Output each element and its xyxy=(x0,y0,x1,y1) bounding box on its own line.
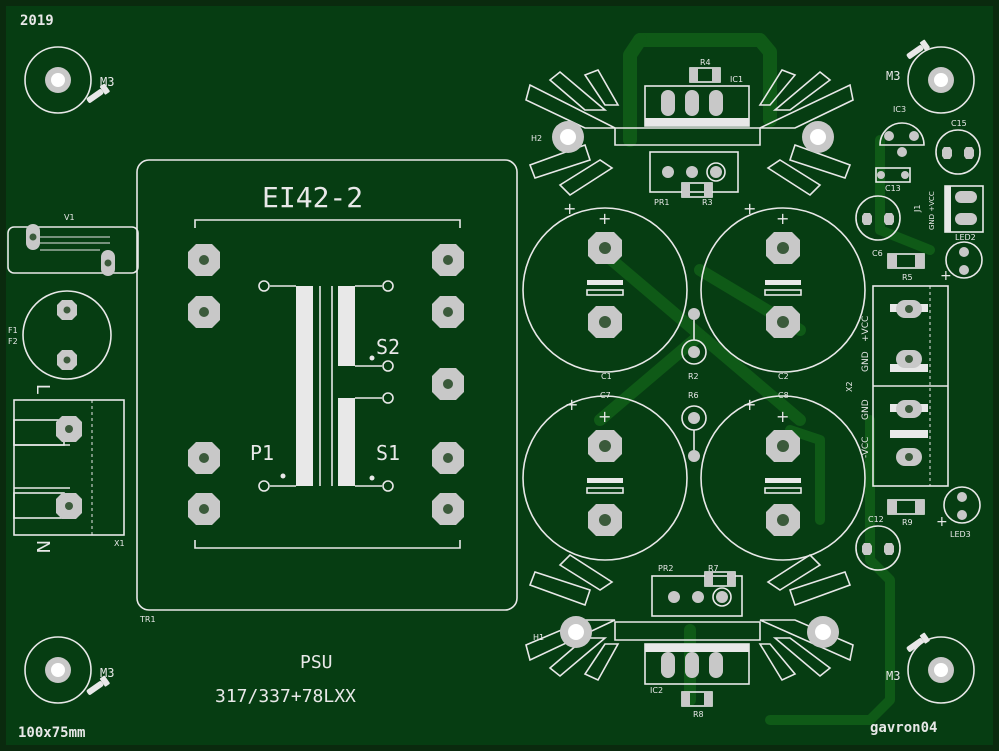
c1-ref: C1 xyxy=(601,372,612,381)
c6-ref: C6 xyxy=(872,249,883,258)
size-label: 100x75mm xyxy=(18,725,85,741)
led3-ref: LED3 xyxy=(950,530,971,539)
c7-plus-sign: + xyxy=(565,395,578,414)
resistor-r6 xyxy=(681,405,707,462)
x2-vcc-neg: -VCC xyxy=(861,437,871,458)
c1-plus-sign: + xyxy=(563,199,576,218)
f1-ref: F1 xyxy=(8,326,18,335)
transformer-tr1 xyxy=(136,159,518,611)
pr1-ref: PR1 xyxy=(654,198,669,207)
transformer-type: EI42-2 xyxy=(262,181,363,214)
x2-gnd1: GND xyxy=(861,351,871,372)
h2-ref: H2 xyxy=(531,134,542,143)
r4-ref: R4 xyxy=(700,58,711,67)
led-led3 xyxy=(943,486,981,524)
c2-plus-sign: + xyxy=(743,199,756,218)
varistor-v1 xyxy=(7,224,139,276)
capacitor-c15 xyxy=(935,129,981,175)
c13-ref: C13 xyxy=(885,184,901,193)
x1-ref: X1 xyxy=(114,539,125,548)
mounting-hole-br xyxy=(907,636,975,704)
mh-label-br: M3 xyxy=(886,669,900,683)
v1-ref: V1 xyxy=(64,213,75,222)
primary-label: P1 xyxy=(250,441,274,465)
j1-ref: J1 xyxy=(913,205,922,213)
secondary2-label: S2 xyxy=(376,335,400,359)
capacitor-c7 xyxy=(522,395,688,561)
c2-plus-inner: + xyxy=(776,209,789,228)
led2-ref: LED2 xyxy=(955,233,976,242)
led-led2 xyxy=(945,241,983,279)
screw-icon xyxy=(906,632,930,652)
mounting-hole-tl xyxy=(24,46,92,114)
r7-ref: R7 xyxy=(708,564,719,573)
led2-plus: + xyxy=(940,268,952,284)
c15-ref: C15 xyxy=(951,119,967,128)
header-j1 xyxy=(944,185,984,233)
x2-vcc-pos: +VCC xyxy=(861,316,871,342)
h1-ref: H1 xyxy=(533,633,544,642)
x2-gnd2: GND xyxy=(861,399,871,420)
resistor-r2 xyxy=(681,308,707,365)
ic2-ref: IC2 xyxy=(650,686,663,695)
pr2-ref: PR2 xyxy=(658,564,673,573)
capacitor-c8 xyxy=(700,395,866,561)
resistor-r5 xyxy=(887,253,925,269)
capacitor-c13 xyxy=(875,167,911,183)
year-label: 2019 xyxy=(20,13,54,29)
ic3-ref: IC3 xyxy=(893,105,906,114)
neutral-label: N xyxy=(32,540,53,553)
capacitor-c12 xyxy=(855,525,901,571)
regulator-ic3 xyxy=(879,122,925,157)
c8-ref: C8 xyxy=(778,391,789,400)
screw-icon xyxy=(86,83,110,103)
c8-plus-inner: + xyxy=(776,407,789,426)
line-label: L xyxy=(32,384,53,394)
tr1-ref: TR1 xyxy=(139,615,156,624)
c1-plus-inner: + xyxy=(598,209,611,228)
screw-icon xyxy=(86,675,110,695)
terminal-x1 xyxy=(13,399,125,536)
copper-traces xyxy=(594,33,935,725)
capacitor-c2 xyxy=(700,207,866,373)
mounting-hole-tr xyxy=(907,46,975,114)
r2-ref: R2 xyxy=(688,372,699,381)
r5-ref: R5 xyxy=(902,273,913,282)
led3-plus: + xyxy=(936,514,948,530)
heatsink-bottom xyxy=(525,553,854,707)
board-surface xyxy=(6,6,993,745)
c8-plus-sign: + xyxy=(743,395,756,414)
title-label: PSU xyxy=(300,652,333,673)
c12-ref: C12 xyxy=(868,515,884,524)
x2-ref: X2 xyxy=(845,381,854,392)
r6-ref: R6 xyxy=(688,391,699,400)
screw-icon xyxy=(906,39,930,59)
r8-ref: R8 xyxy=(693,710,704,719)
capacitor-c6 xyxy=(855,195,901,241)
r9-ref: R9 xyxy=(902,518,913,527)
mh-label-tr: M3 xyxy=(886,69,900,83)
mh-label-tl: M3 xyxy=(100,75,114,89)
f2-ref: F2 xyxy=(8,337,18,346)
subtitle-label: 317/337+78LXX xyxy=(215,686,356,707)
ic1-ref: IC1 xyxy=(730,75,743,84)
capacitor-c1 xyxy=(522,207,688,373)
secondary1-label: S1 xyxy=(376,441,400,465)
j1-pins: GND +VCC xyxy=(928,191,936,230)
author-label: gavron04 xyxy=(870,720,937,736)
c7-ref: C7 xyxy=(600,391,611,400)
mh-label-bl: M3 xyxy=(100,666,114,680)
resistor-r9 xyxy=(887,499,925,515)
terminal-x2 xyxy=(872,285,949,487)
fuse-f1-f2 xyxy=(22,290,112,380)
c2-ref: C2 xyxy=(778,372,789,381)
mounting-hole-bl xyxy=(24,636,92,704)
r3-ref: R3 xyxy=(702,198,713,207)
c7-plus-inner: + xyxy=(598,407,611,426)
heatsink-top xyxy=(525,67,854,198)
